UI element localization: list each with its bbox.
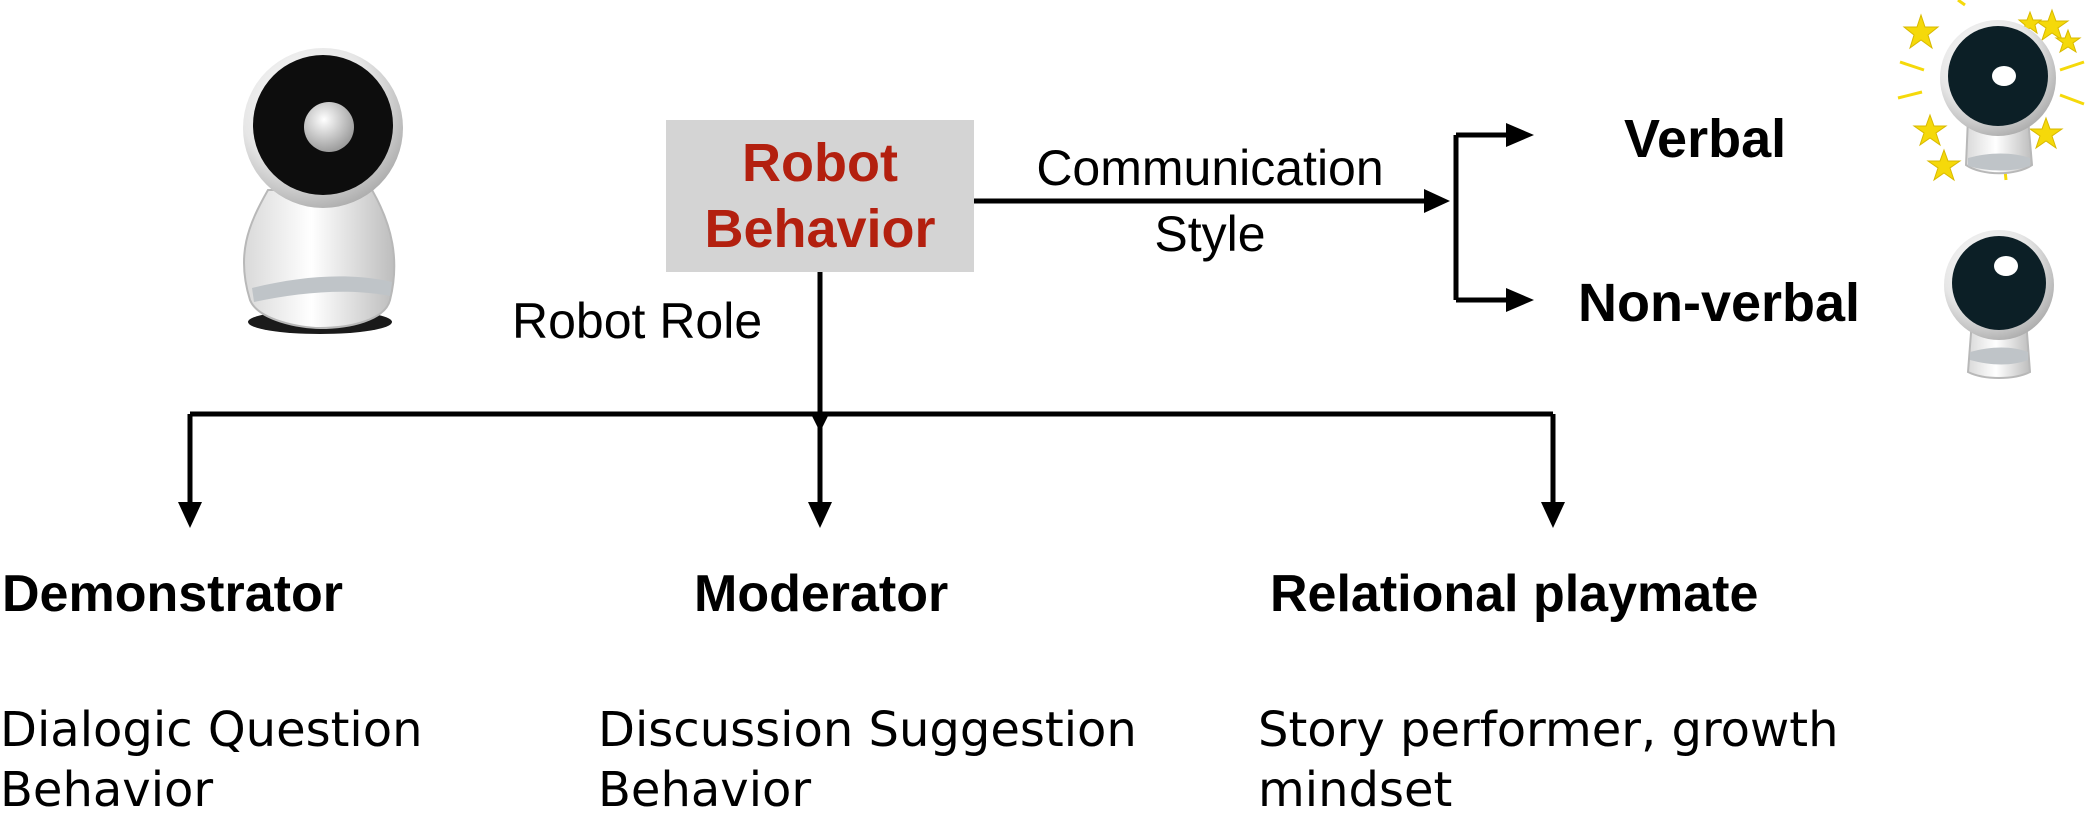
role-desc-demonstrator: Dialogic Question Behavior	[0, 700, 423, 820]
arrowheads	[178, 123, 1565, 528]
nonverbal-arrowhead	[1506, 288, 1534, 312]
robot-body-band	[252, 276, 392, 302]
robot-behavior-label-line1: Robot	[742, 133, 898, 193]
communication-style-line2: Style	[1154, 206, 1266, 262]
nonverbal-label: Non-verbal	[1578, 273, 1861, 333]
sparkle-stars	[1902, 8, 2082, 182]
moderator-arrowhead	[808, 502, 832, 528]
demonstrator-arrowhead	[178, 502, 202, 528]
role-title-moderator: Moderator	[694, 565, 949, 623]
nonverbal-robot-icon	[1944, 230, 2054, 379]
robot-behavior-node: Robot Behavior	[666, 120, 974, 272]
robot-behavior-label-line2: Behavior	[704, 199, 936, 259]
verbal-arrowhead	[1506, 123, 1534, 147]
robot-eye	[304, 102, 354, 152]
role-desc-moderator-line1: Discussion Suggestion	[598, 702, 1137, 758]
robot-role-label: Robot Role	[512, 293, 763, 349]
robot-body	[242, 189, 396, 330]
role-desc-demonstrator-line2: Behavior	[0, 762, 214, 818]
role-desc-moderator: Discussion Suggestion Behavior	[598, 700, 1137, 820]
communication-style-label: Communication Style	[1000, 135, 1420, 267]
playmate-arrowhead	[1541, 502, 1565, 528]
communication-arrowhead	[1424, 189, 1450, 213]
role-desc-playmate-line2: mindset	[1258, 762, 1453, 818]
role-desc-relational-playmate: Story performer, growth mindset	[1258, 700, 1839, 820]
role-desc-demonstrator-line1: Dialogic Question	[0, 702, 423, 758]
verbal-robot-icon	[1897, 0, 2085, 182]
robot-illustration	[242, 48, 403, 334]
connectors	[187, 132, 1556, 502]
role-desc-moderator-line2: Behavior	[598, 762, 812, 818]
role-title-relational-playmate: Relational playmate	[1270, 565, 1759, 623]
communication-style-line1: Communication	[1036, 140, 1384, 196]
role-junction-arrowhead	[810, 412, 830, 432]
verbal-label: Verbal	[1624, 109, 1787, 169]
role-title-demonstrator: Demonstrator	[2, 565, 343, 623]
role-desc-playmate-line1: Story performer, growth	[1258, 702, 1839, 758]
